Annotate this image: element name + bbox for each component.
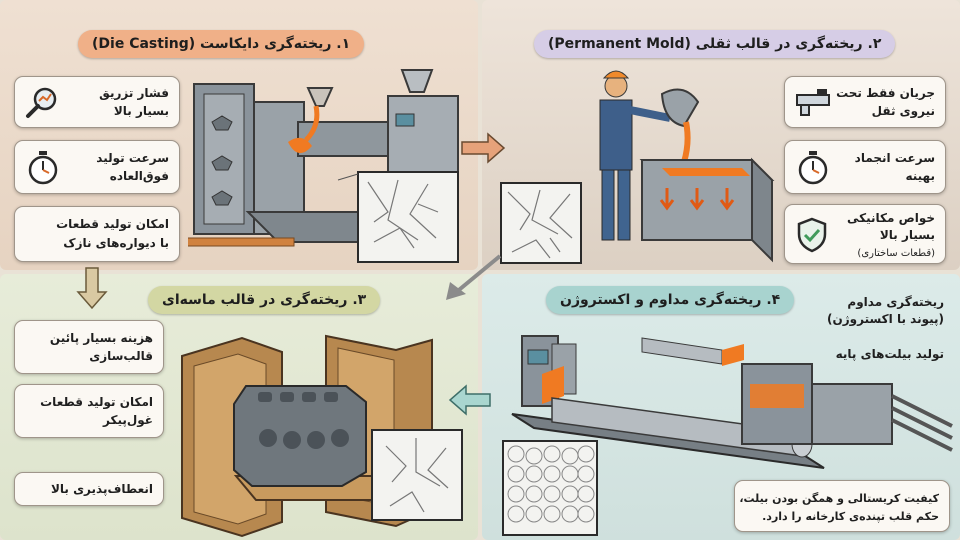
feature-line: بسیار بالا	[113, 104, 169, 118]
stopwatch-icon	[798, 151, 828, 185]
note-billet-production: تولید بیلت‌های پایه	[835, 347, 944, 361]
feature-line: هزینه بسیار پائین	[49, 331, 153, 345]
feature-card-thin-walls: امکان تولید قطعات با دیواره‌های نازک	[14, 206, 180, 262]
feature-card-low-cost: هزینه بسیار پائین قالب‌سازی	[14, 320, 164, 374]
feature-card-gravity-flow: جریان فقط تحت نیروی ثقل	[784, 76, 946, 128]
feature-line: قالب‌سازی	[89, 349, 153, 363]
caption-line: حکم قلب تپنده‌ی کارخانه را دارد.	[762, 510, 939, 523]
grain-structure-inset	[502, 440, 598, 536]
panel-continuous-casting: ۴. ریخته‌گری مداوم و اکستروژن ریخته‌گری …	[482, 274, 960, 540]
sand-mold-illustration	[181, 334, 463, 538]
feature-line: فوق‌العاده	[109, 169, 169, 183]
feature-line: با دیواره‌های نازک	[63, 236, 169, 250]
feature-line: امکان تولید قطعات	[40, 395, 153, 409]
feature-line: سرعت تولید	[96, 151, 169, 165]
magnifier-icon	[26, 87, 57, 118]
note-line: (پیوند با اکستروژن)	[827, 312, 944, 326]
feature-line: فشار تزریق	[99, 86, 169, 100]
panel-die-casting: ۱. ریخته‌گری دایکاست (Die Casting) فشار …	[0, 0, 478, 270]
caption-billet-quality: کیفیت کریستالی و همگن بودن بیلت، حکم قلب…	[734, 480, 950, 532]
note-line: ریخته‌گری مداوم	[847, 295, 944, 309]
caliper-icon	[796, 89, 830, 116]
panel-title-sand-casting: ۳. ریخته‌گری در قالب ماسه‌ای	[148, 286, 381, 314]
feature-line: سرعت انجماد	[854, 151, 935, 165]
feature-line: بهینه	[905, 169, 935, 183]
feature-card-production-speed: سرعت تولید فوق‌العاده	[14, 140, 180, 194]
feature-line: انعطاف‌پذیری بالا	[50, 482, 153, 496]
stopwatch-icon	[28, 151, 58, 185]
shield-check-icon	[797, 217, 827, 253]
panel-title-die-casting: ۱. ریخته‌گری دایکاست (Die Casting)	[78, 30, 365, 58]
feature-note: (قطعات ساختاری)	[857, 248, 935, 259]
arrow-down	[76, 267, 108, 310]
feature-line: غول‌پیکر	[103, 413, 153, 427]
feature-card-injection-pressure: فشار تزریق بسیار بالا	[14, 76, 180, 128]
feature-card-giant-parts: امکان تولید قطعات غول‌پیکر	[14, 384, 164, 438]
feature-card-flexibility: انعطاف‌پذیری بالا	[14, 472, 164, 506]
panel-sand-casting: ۳. ریخته‌گری در قالب ماسه‌ای هزینه بسیار…	[0, 274, 478, 540]
panel-title-permanent-mold: ۲. ریخته‌گری در قالب ثقلی (Permanent Mol…	[534, 30, 896, 58]
arrow-diagonal-down-left	[446, 254, 502, 300]
panel-title-continuous-casting: ۴. ریخته‌گری مداوم و اکستروژن	[546, 286, 795, 314]
arrow-right	[461, 132, 506, 164]
feature-line: نیروی ثقل	[871, 104, 935, 118]
note-continuous-casting: ریخته‌گری مداوم (پیوند با اکستروژن)	[804, 294, 944, 328]
panel-permanent-mold: ۲. ریخته‌گری در قالب ثقلی (Permanent Mol…	[482, 0, 960, 270]
caption-line: کیفیت کریستالی و همگن بودن بیلت،	[739, 492, 939, 505]
die-casting-machine-illustration	[188, 69, 459, 263]
continuous-casting-illustration	[511, 335, 953, 469]
feature-line: امکان تولید قطعات	[56, 217, 169, 231]
feature-card-solidification-speed: سرعت انجماد بهینه	[784, 140, 946, 194]
feature-line: جریان فقط تحت	[836, 86, 935, 100]
feature-line: بسیار بالا	[879, 228, 935, 242]
arrow-left	[448, 384, 491, 416]
feature-card-mechanical-properties: خواص مکانیکی بسیار بالا (قطعات ساختاری)	[784, 204, 946, 264]
feature-line: خواص مکانیکی	[846, 211, 935, 225]
microstructure-inset	[500, 182, 582, 264]
permanent-mold-illustration	[599, 70, 775, 263]
